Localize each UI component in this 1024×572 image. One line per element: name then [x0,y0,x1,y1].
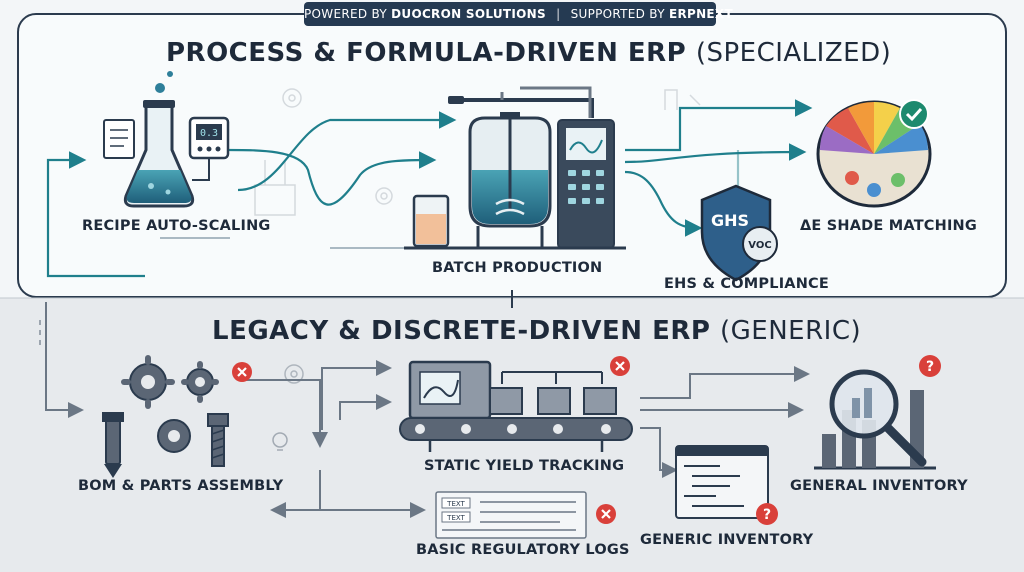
gears-icon [102,355,229,478]
label-ehs-compliance: EHS & COMPLIANCE [664,276,829,292]
sponsor-banner: POWERED BY DUOCRON SOLUTIONS | SUPPORTED… [304,2,733,26]
question-marker-general: ? [919,355,941,377]
background-decor [254,88,701,216]
powered-name: DUOCRON SOLUTIONS [391,7,546,21]
supported-name: ERPNEXT [668,7,733,21]
doc-text-label-1: TEXT [446,500,465,508]
supported-prefix: SUPPORTED BY [570,7,665,21]
svg-text:?: ? [763,507,771,523]
top-flow-arrows [46,99,813,278]
specialized-title: PROCESS & FORMULA-DRIVEN ERP (SPECIALIZE… [166,38,891,68]
conveyor-icon [399,360,633,452]
error-marker-bom [232,362,252,382]
specialized-title-main: PROCESS & FORMULA-DRIVEN ERP [166,38,687,68]
arrow-yield-to-generic [640,427,678,478]
banner-separator: | [556,7,561,21]
label-generic-inventory: GENERIC INVENTORY [640,532,814,548]
powered-prefix: POWERED BY [304,7,388,21]
specialized-title-paren: (SPECIALIZED) [695,38,892,68]
arrow-batch-to-shade [624,143,807,164]
arrow-into-yield [321,360,392,430]
shield-ghs-label: GHS [711,211,749,230]
shield-icon: GHS VOC [700,184,778,282]
label-static-yield-tracking: STATIC YIELD TRACKING [424,458,625,474]
arrow-yield-to-general [640,366,810,399]
color-palette-icon [816,99,932,208]
arrow-recipe-to-batch [227,148,437,206]
svg-text:0.3: 0.3 [200,128,218,139]
question-marker-generic: ? [756,503,778,525]
label-batch-production: BATCH PRODUCTION [432,260,603,276]
svg-text:?: ? [926,359,934,375]
generic-title: LEGACY & DISCRETE-DRIVEN ERP (GENERIC) [212,316,861,346]
error-marker-logs [596,504,616,524]
label-bom-parts-assembly: BOM & PARTS ASSEMBLY [78,478,284,494]
generic-title-main: LEGACY & DISCRETE-DRIVEN ERP [212,316,711,346]
code-window-icon [675,445,769,519]
arrow-recipe-to-batch-upper [237,111,457,192]
arrow-loop-left [46,151,145,278]
document-icon: TEXT TEXT [435,491,587,539]
label-recipe-auto-scaling: RECIPE AUTO-SCALING [82,218,271,234]
label-general-inventory: GENERAL INVENTORY [790,478,968,494]
gear-outline-icon [284,364,304,384]
arrow-panel-to-bom [45,302,84,418]
error-marker-yield [610,356,630,376]
shield-voc-label: VOC [748,240,771,251]
reactor-icon [404,86,626,250]
arrow-batch-to-shade-upper [625,99,813,152]
arrow-bom-to-yield [238,379,328,448]
bottom-flow-arrows [39,302,810,518]
label-basic-regulatory-logs: BASIC REGULATORY LOGS [416,542,630,558]
arrow-into-yield-lower [339,394,392,420]
doc-text-label-2: TEXT [446,514,465,522]
label-shade-matching: ΔE SHADE MATCHING [800,218,977,234]
lightbulb-icon [272,432,288,451]
magnifier-chart-icon [814,369,936,470]
arrow-batch-to-ehs [624,170,703,237]
flask-icon: 0.3 [103,71,230,208]
generic-title-paren: (GENERIC) [719,316,862,346]
